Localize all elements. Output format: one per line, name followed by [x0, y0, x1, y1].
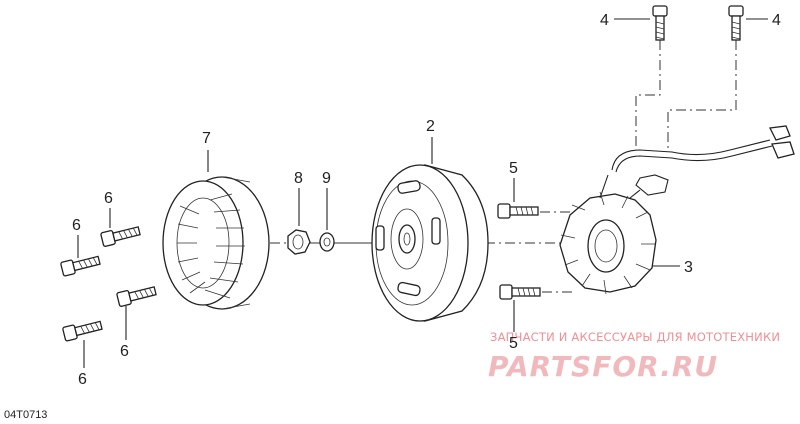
bolt-6-d	[62, 320, 103, 342]
bolt-4-right	[728, 5, 744, 41]
callout-6-a: 6	[104, 190, 113, 207]
callout-4-right: 4	[772, 12, 781, 29]
bolt-4-left	[652, 5, 668, 41]
callout-9: 9	[322, 170, 331, 187]
bolt-6-c	[116, 286, 157, 307]
callout-3: 3	[684, 259, 693, 276]
bolt-6-b	[60, 255, 101, 277]
bolt-6-a	[100, 226, 141, 247]
washer	[319, 232, 335, 252]
screw-5-lower	[499, 284, 541, 300]
stator-assembly	[559, 125, 795, 295]
bolt-axis-line-1	[635, 40, 661, 150]
screw-5-upper	[497, 203, 539, 219]
callout-6-c: 6	[120, 343, 129, 360]
bolt-axis-line-2	[667, 40, 737, 148]
callout-6-b: 6	[72, 217, 81, 234]
callout-4-left: 4	[600, 12, 609, 29]
flywheel-rotor	[371, 164, 489, 322]
callout-5-upper: 5	[509, 160, 518, 177]
watermark-brand: PARTSFOR.RU	[488, 350, 718, 383]
callout-6-d: 6	[78, 371, 87, 388]
callout-8: 8	[294, 170, 303, 187]
watermark: ЗАПЧАСТИ И АКСЕССУАРЫ ДЛЯ МОТОТЕХНИКИ PA…	[488, 330, 780, 383]
flange-nut	[287, 229, 311, 255]
diagram-code: 04T0713	[4, 409, 47, 421]
watermark-tagline: ЗАПЧАСТИ И АКСЕССУАРЫ ДЛЯ МОТОТЕХНИКИ	[490, 330, 780, 344]
callout-5-lower: 5	[509, 335, 518, 352]
callout-7: 7	[202, 130, 211, 147]
callout-2: 2	[426, 118, 435, 135]
cooling-fan	[162, 176, 270, 310]
